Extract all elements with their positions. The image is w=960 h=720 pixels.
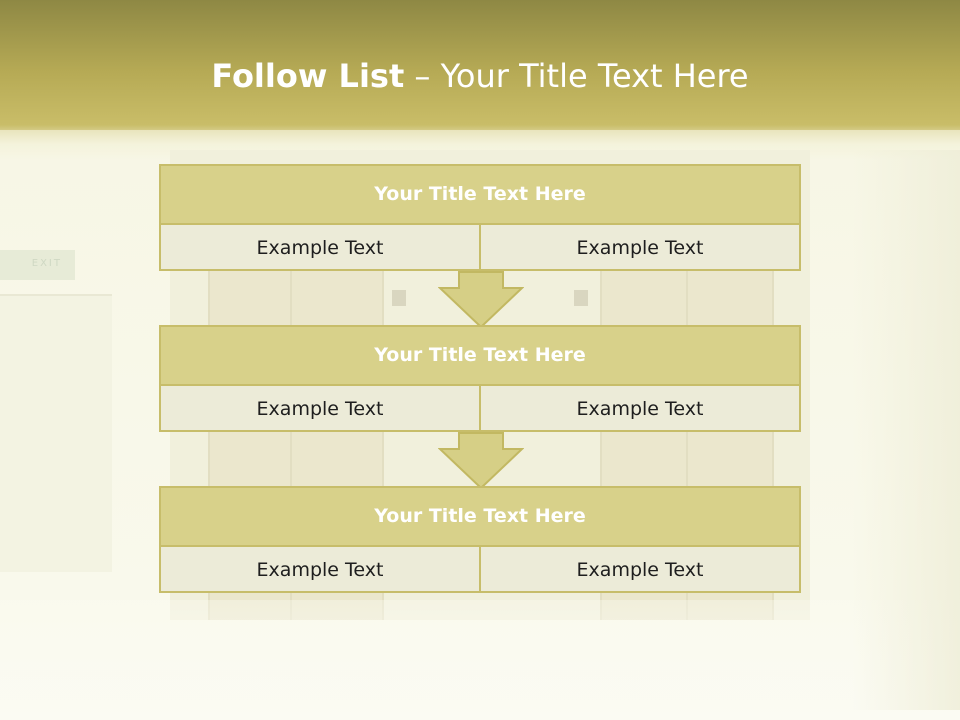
step-block-1: Your Title Text Here Example Text Exampl…	[159, 164, 801, 271]
step-block-3: Your Title Text Here Example Text Exampl…	[159, 486, 801, 593]
step-row-1: Example Text Example Text	[161, 225, 799, 271]
step-row-3: Example Text Example Text	[161, 547, 799, 593]
step-title-1: Your Title Text Here	[161, 166, 799, 225]
step-row-2: Example Text Example Text	[161, 386, 799, 432]
step-block-2: Your Title Text Here Example Text Exampl…	[159, 325, 801, 432]
step-3-right-text: Example Text	[576, 559, 704, 581]
down-arrow-icon	[438, 432, 524, 490]
step-title-2: Your Title Text Here	[161, 327, 799, 386]
step-title-3: Your Title Text Here	[161, 488, 799, 547]
slide-title-rest: – Your Title Text Here	[414, 57, 749, 95]
step-2-left-text: Example Text	[161, 386, 481, 432]
slide-title-bold: Follow List	[211, 57, 405, 95]
step-1-right-text: Example Text	[576, 237, 704, 259]
down-arrow-icon	[438, 271, 524, 329]
step-2-right-text: Example Text	[576, 398, 704, 420]
step-1-left-text: Example Text	[161, 225, 481, 271]
step-3-left-text: Example Text	[161, 547, 481, 593]
exit-sign: EXIT	[31, 258, 62, 269]
slide-title: Follow List – Your Title Text Here	[0, 56, 960, 96]
